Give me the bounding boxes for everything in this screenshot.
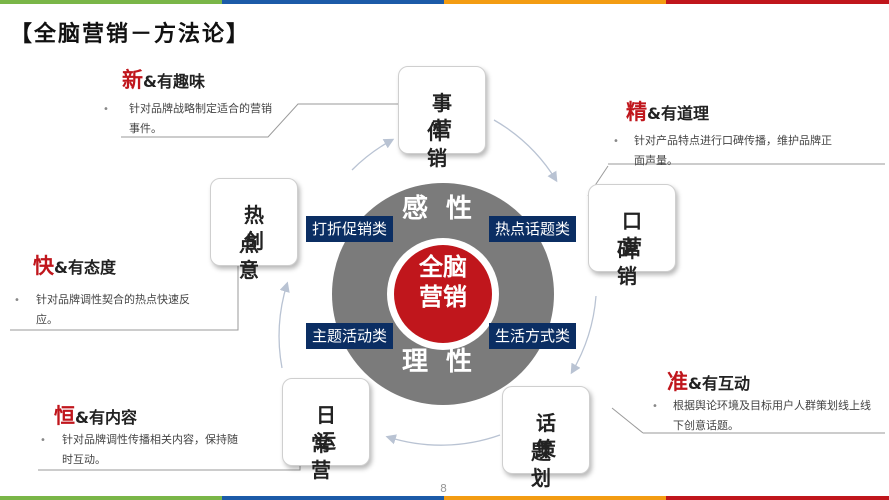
bullet-icon: •	[14, 295, 20, 306]
note-desc-new: 针对品牌战略制定适合的营销事件。	[129, 102, 272, 135]
note-desc-accurate: 根据舆论环境及目标用户人群策划线上线下创意话题。	[673, 399, 871, 432]
box-topic-planning: 话 题 策 划	[502, 386, 590, 490]
note-desc-fast: 针对品牌调性契合的热点快速反应。	[36, 293, 190, 326]
bullet-icon: •	[613, 136, 619, 147]
label-theme-event: 主题活动类	[306, 323, 394, 349]
bottom-bar-blue	[222, 496, 444, 500]
center-line-2: 营销	[419, 283, 467, 311]
label-discount-promo: 打折促销类	[306, 216, 394, 242]
bottom-bar-green	[0, 496, 222, 500]
bullet-icon: •	[652, 401, 658, 412]
note-heading-accurate: 准&有互动	[667, 370, 750, 394]
note-heading-new: 新&有趣味	[122, 68, 205, 92]
box-event-marketing: 事 件 营 销	[398, 66, 486, 170]
box-hot-creative: 热 点 创 意	[210, 178, 298, 282]
note-desc-precise: 针对产品特点进行口碑传播，维护品牌正面声量。	[634, 134, 832, 167]
bullet-icon: •	[40, 435, 46, 446]
bullet-icon: •	[103, 104, 109, 115]
box-word-of-mouth: 口 碑 营 销	[588, 184, 676, 288]
note-desc-constant: 针对品牌调性传播相关内容，保持随时互动。	[62, 433, 238, 466]
segment-emotional: 感性	[402, 194, 491, 224]
segment-rational: 理性	[402, 347, 491, 377]
note-heading-fast: 快&有态度	[33, 254, 116, 278]
page-number: 8	[440, 482, 447, 495]
center-line-1: 全脑	[419, 253, 467, 281]
note-heading-constant: 恒&有内容	[54, 404, 137, 428]
top-bar-blue	[222, 0, 444, 4]
label-lifestyle: 生活方式类	[489, 323, 577, 349]
box-daily-operation: 日 常 运 营	[282, 378, 370, 482]
note-heading-precise: 精&有道理	[626, 100, 709, 124]
bottom-bar-orange	[444, 496, 666, 500]
label-hot-topic: 热点话题类	[489, 216, 577, 242]
bottom-bar-red	[666, 496, 889, 500]
top-bar-orange	[444, 0, 666, 4]
top-bar-red	[666, 0, 889, 4]
page-title: 【全脑营销－方法论】	[10, 22, 251, 47]
top-bar-green	[0, 0, 222, 4]
center-title: 全脑 营销	[394, 252, 492, 312]
